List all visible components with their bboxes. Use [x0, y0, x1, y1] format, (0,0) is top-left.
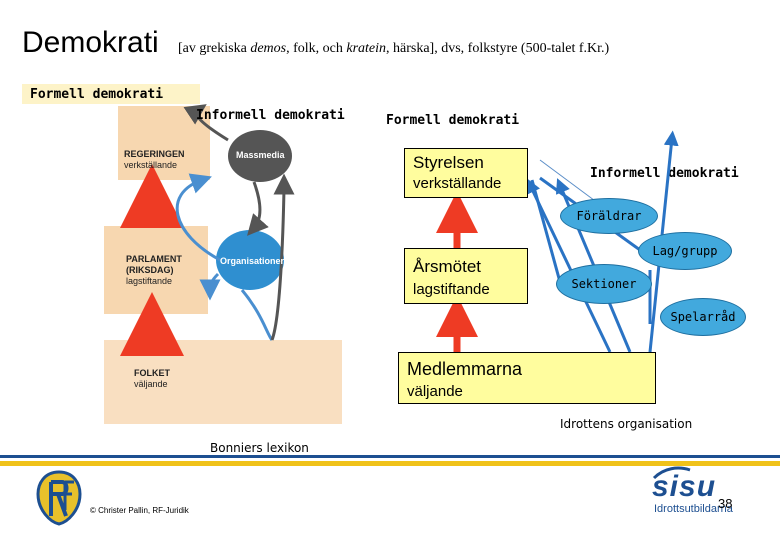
- left-informell-label: Informell demokrati: [196, 108, 345, 123]
- medlemmarna-box: Medlemmarna väljande: [398, 352, 656, 404]
- oval-lag-grupp: Lag/grupp: [638, 232, 732, 270]
- sisu-swoosh-icon: [652, 466, 691, 480]
- styrelsen-sub: verkställande: [413, 175, 502, 192]
- footer-bar-blue: [0, 455, 780, 458]
- organisationer-label: Organisationer: [220, 256, 285, 266]
- left-diagram-graphics: [22, 84, 342, 424]
- medlemmarna-title: Medlemmarna: [407, 359, 523, 379]
- right-caption: Idrottens organisation: [560, 417, 693, 431]
- right-informell-label: Informell demokrati: [590, 166, 739, 181]
- parlament-label: PARLAMENT(RIKSDAG)lagstiftande: [126, 254, 182, 286]
- footer-bar-yellow: [0, 461, 780, 466]
- sisu-sub: Idrottsutbildarna: [654, 503, 733, 515]
- arsmotet-sub: lagstiftande: [413, 281, 490, 298]
- page-title: Demokrati: [22, 26, 159, 59]
- right-formell-label: Formell demokrati: [386, 113, 520, 128]
- styrelsen-box: Styrelsen verkställande: [404, 148, 528, 198]
- left-formell-label: Formell demokrati: [30, 87, 164, 102]
- oval-foraldrar: Föräldrar: [560, 198, 658, 234]
- page-subtitle: [av grekiska demos, folk, och kratein, h…: [178, 41, 610, 56]
- arsmotet-title: Årsmötet: [413, 257, 482, 276]
- copyright-text: © Christer Pallin, RF-Juridik: [90, 506, 189, 515]
- oval-spelarrad: Spelarråd: [660, 298, 746, 336]
- arsmotet-box: Årsmötet lagstiftande: [404, 248, 528, 304]
- oval-sektioner: Sektioner: [556, 264, 652, 304]
- medlemmarna-sub: väljande: [407, 383, 463, 400]
- styrelsen-title: Styrelsen: [413, 153, 484, 172]
- source-caption: Bonniers lexikon: [210, 441, 309, 455]
- sisu-brand: sisu: [652, 470, 717, 503]
- rf-logo-icon: [36, 470, 82, 526]
- massmedia-label: Massmedia: [236, 150, 285, 160]
- page-number: 38: [718, 496, 733, 511]
